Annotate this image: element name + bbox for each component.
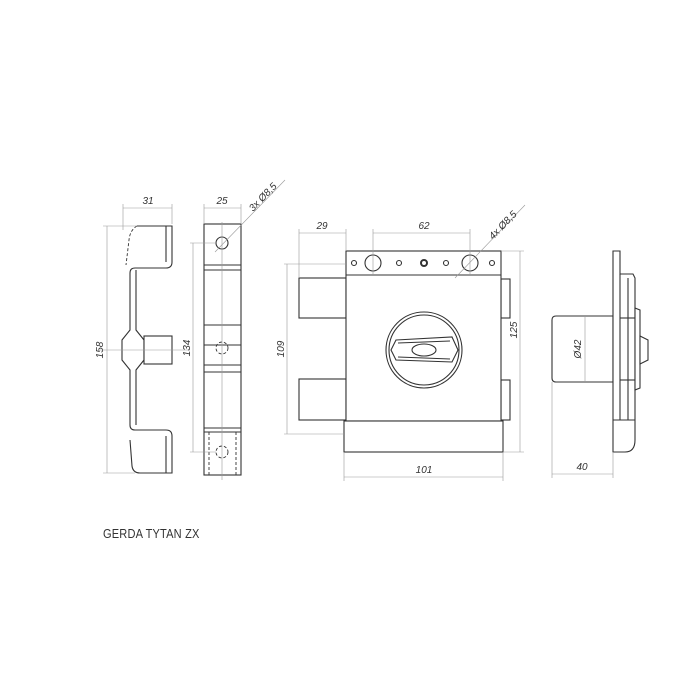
strike-side-view: 31 158: [95, 196, 190, 474]
product-title: GERDA TYTAN ZX: [103, 526, 200, 541]
dim-plate-hole-span: 134: [182, 339, 193, 356]
dim-body-height: 125: [509, 321, 520, 338]
dim-strike-height: 158: [95, 341, 106, 358]
strike-plate-view: 25 134 3x Ø8,5: [182, 179, 286, 480]
dim-body-width: 101: [416, 465, 433, 476]
dim-bolt-offset: 29: [315, 221, 328, 232]
dim-bolt-span: 109: [276, 340, 287, 357]
lock-body-view: 29 62 4x Ø8,5 109 125 101: [276, 204, 526, 481]
dim-cylinder-depth: 40: [576, 462, 588, 473]
dim-strike-width: 31: [142, 196, 153, 207]
dim-plate-width: 25: [215, 196, 228, 207]
dim-hole-spacing: 62: [418, 221, 430, 232]
dim-cylinder-diameter: Ø42: [573, 339, 584, 359]
dim-body-holes: 4x Ø8,5: [487, 209, 520, 242]
dim-plate-holes: 3x Ø8,5: [247, 181, 280, 214]
lock-side-view: Ø42 40: [551, 250, 649, 478]
